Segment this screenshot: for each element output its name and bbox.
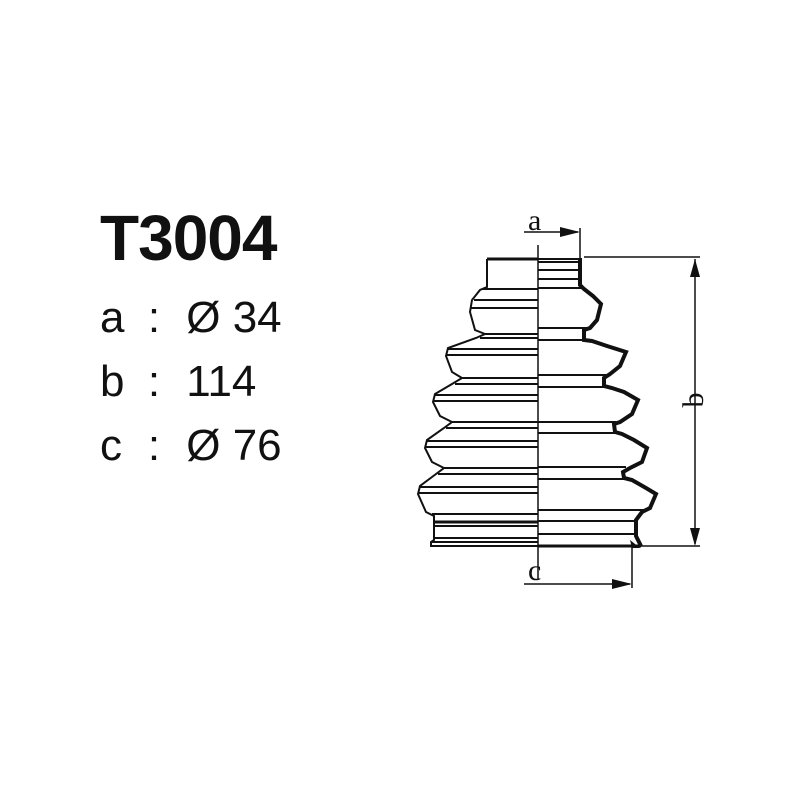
spec-key: a xyxy=(100,293,125,342)
spec-b: b: 114 xyxy=(100,357,257,406)
part-code: T3004 xyxy=(100,202,277,274)
spec-value: 76 xyxy=(232,421,282,470)
dimension-label-c: c xyxy=(528,554,541,587)
diameter-symbol: Ø xyxy=(186,421,221,470)
spec-value: 114 xyxy=(186,357,257,406)
diameter-symbol: Ø xyxy=(186,293,221,342)
dimension-label-a: a xyxy=(528,204,541,237)
spec-a: a: Ø 34 xyxy=(100,293,282,342)
spec-c: c: Ø 76 xyxy=(100,421,282,470)
spec-key: c xyxy=(100,421,122,470)
spec-key: b xyxy=(100,357,125,406)
spec-value: 34 xyxy=(232,293,282,342)
dimension-label-b: b xyxy=(677,393,710,408)
